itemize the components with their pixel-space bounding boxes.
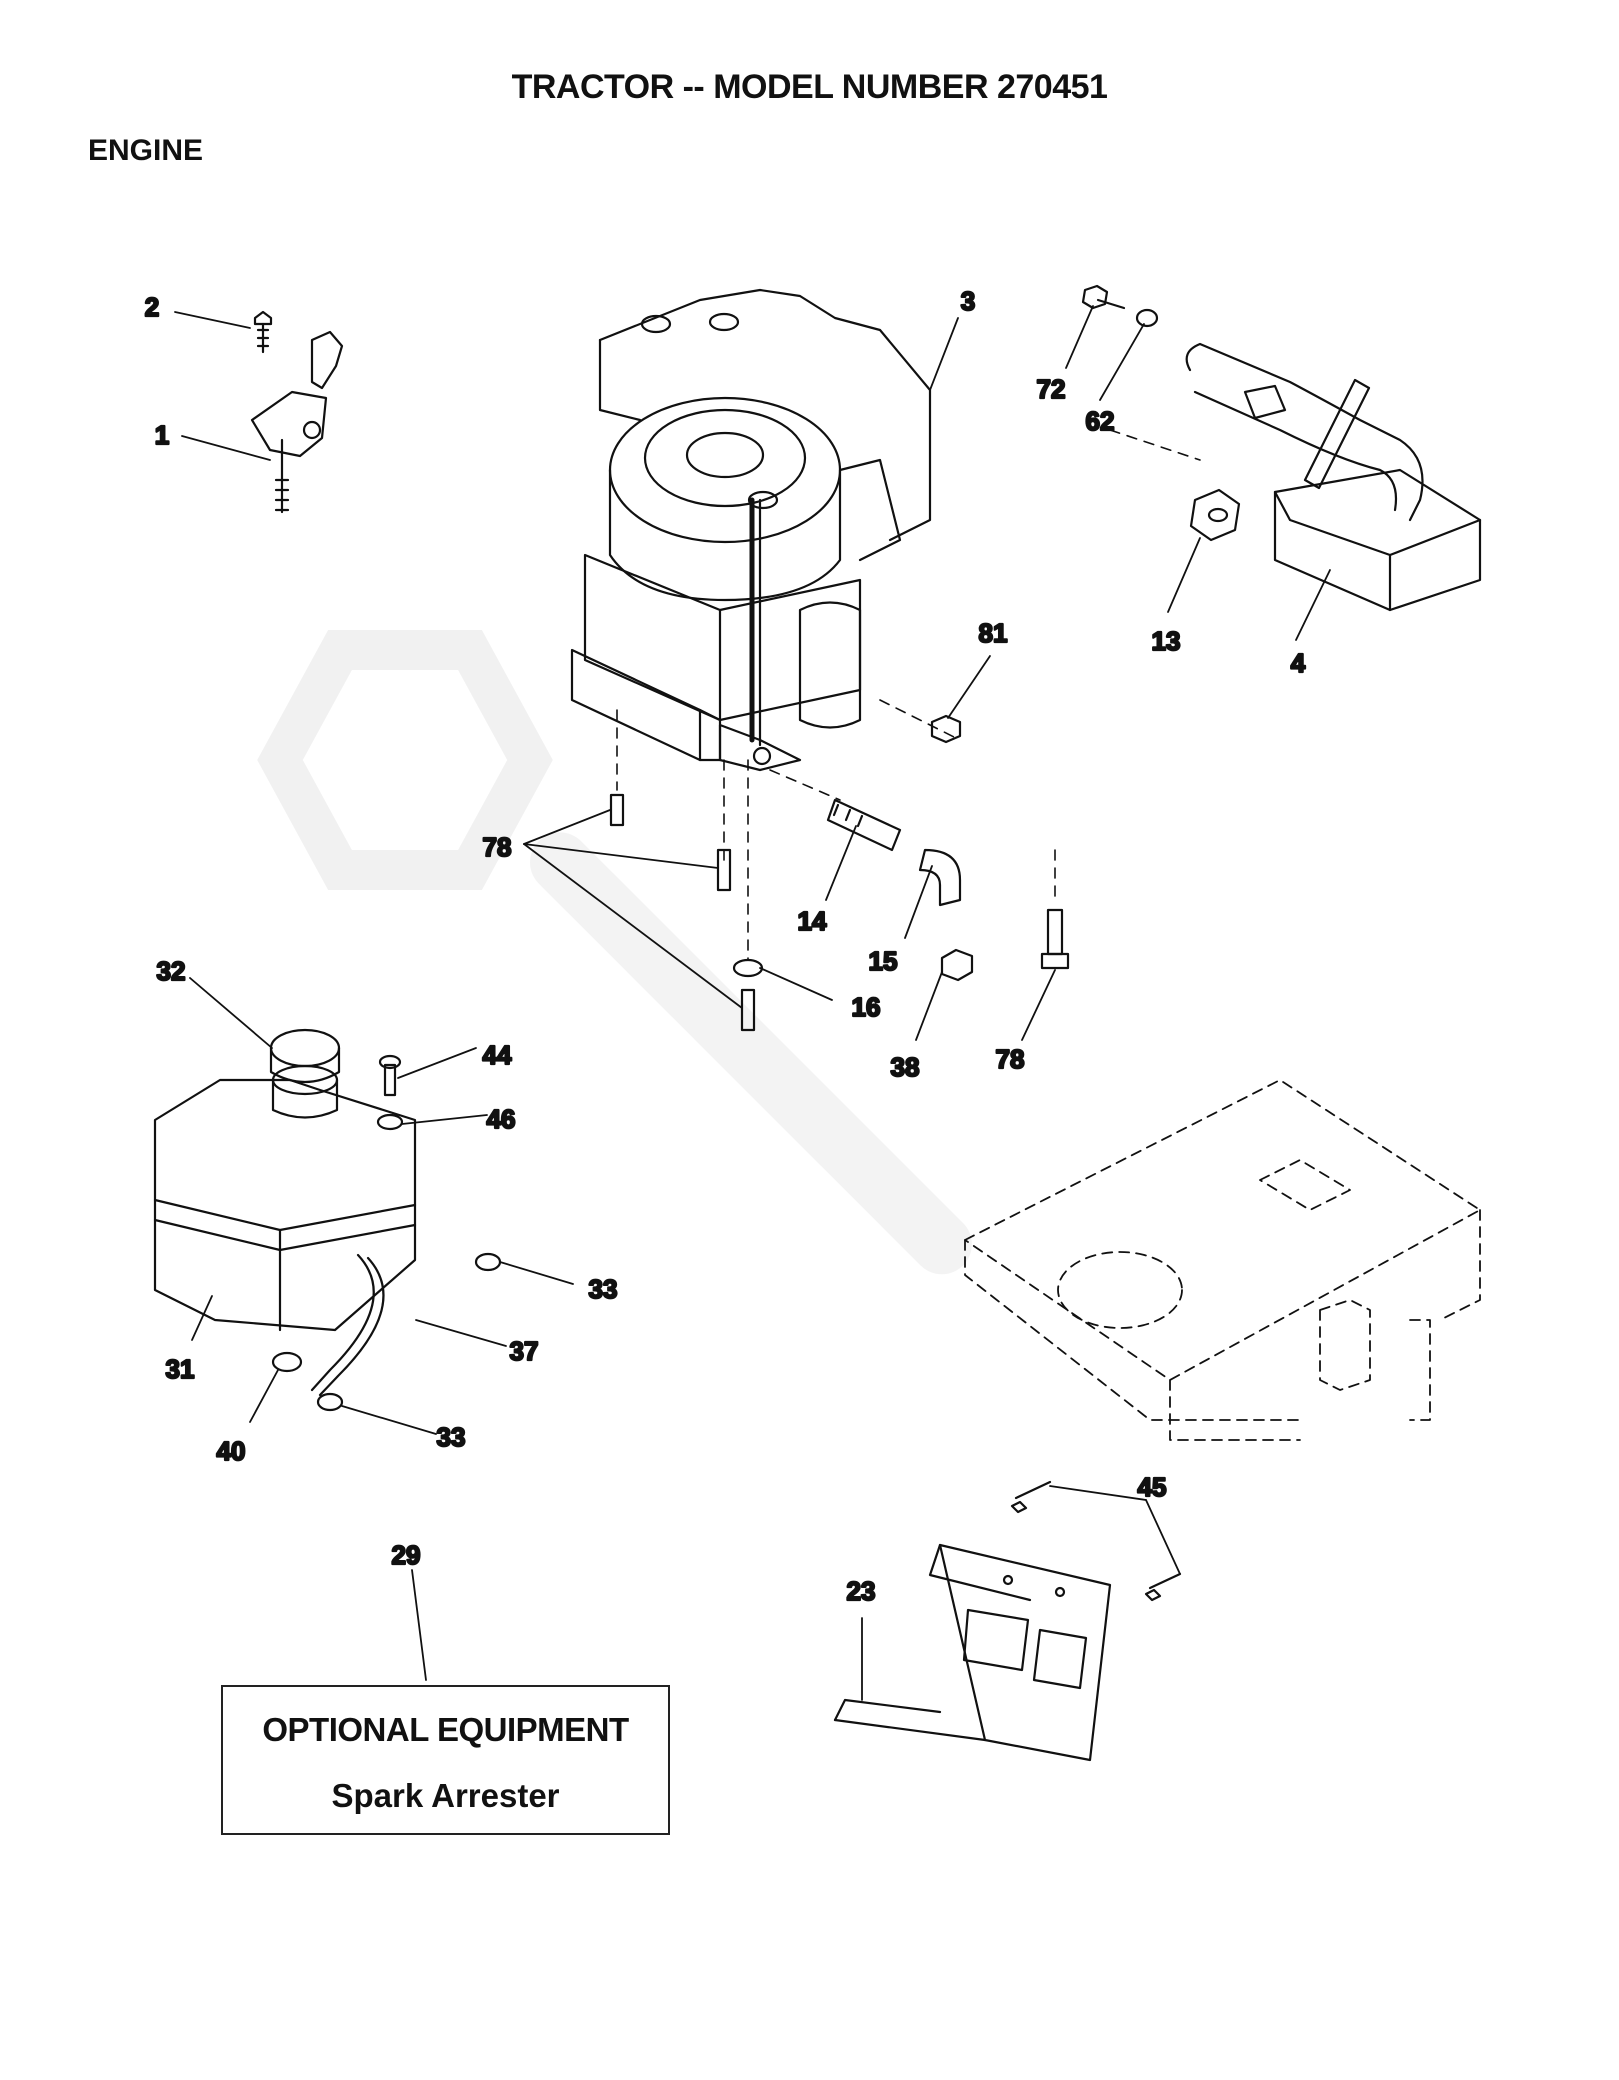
callout-45: 45	[1138, 1472, 1167, 1502]
callout-16: 16	[852, 992, 881, 1022]
callout-2: 2	[145, 292, 159, 322]
callout-14: 14	[798, 906, 827, 936]
heat-shield-part	[833, 1480, 1182, 1762]
section-title: ENGINE	[88, 134, 204, 167]
nut-part	[930, 714, 962, 744]
callout-62: 62	[1086, 406, 1115, 436]
callout-29: 29	[392, 1540, 421, 1570]
callout-32: 32	[157, 956, 186, 986]
callout-3: 3	[961, 286, 975, 316]
callout-4: 4	[1291, 648, 1306, 678]
callout-31: 31	[166, 1354, 195, 1384]
throttle-control-part	[250, 310, 344, 514]
optional-equipment-item: Spark Arrester	[331, 1777, 560, 1814]
engine-part	[570, 288, 932, 772]
drain-plug-part	[940, 948, 974, 982]
optional-equipment-box: OPTIONAL EQUIPMENT Spark Arrester	[221, 1685, 670, 1835]
callout-37: 37	[510, 1336, 539, 1366]
leader-lines	[174, 305, 1331, 1701]
callout-46: 46	[487, 1104, 516, 1134]
callout-23: 23	[847, 1576, 876, 1606]
callout-1: 1	[155, 420, 169, 450]
chassis-frame	[964, 1079, 1481, 1441]
callout-33-a: 33	[589, 1274, 618, 1304]
callout-38: 38	[891, 1052, 920, 1082]
callout-labels: 2 1 3 72 62 13 4 81 78 14 15 16 38 78 32…	[144, 285, 1307, 1607]
optional-equipment-heading: OPTIONAL EQUIPMENT	[262, 1711, 629, 1748]
drain-pipe-part	[826, 798, 962, 907]
bolt-part	[609, 793, 1070, 1032]
washer-part	[732, 958, 764, 978]
callout-81: 81	[979, 618, 1008, 648]
assembly-lines	[616, 429, 1201, 961]
callout-40: 40	[217, 1436, 246, 1466]
callout-78-b: 78	[996, 1044, 1025, 1074]
page-title: TRACTOR -- MODEL NUMBER 270451	[511, 68, 1108, 106]
callout-44: 44	[483, 1040, 512, 1070]
callout-33-b: 33	[437, 1422, 466, 1452]
muffler-group	[1081, 284, 1482, 612]
fuel-tank-part	[153, 1028, 502, 1412]
callout-78-a: 78	[483, 832, 512, 862]
callout-72: 72	[1037, 374, 1066, 404]
callout-13: 13	[1152, 626, 1181, 656]
callout-15: 15	[869, 946, 898, 976]
